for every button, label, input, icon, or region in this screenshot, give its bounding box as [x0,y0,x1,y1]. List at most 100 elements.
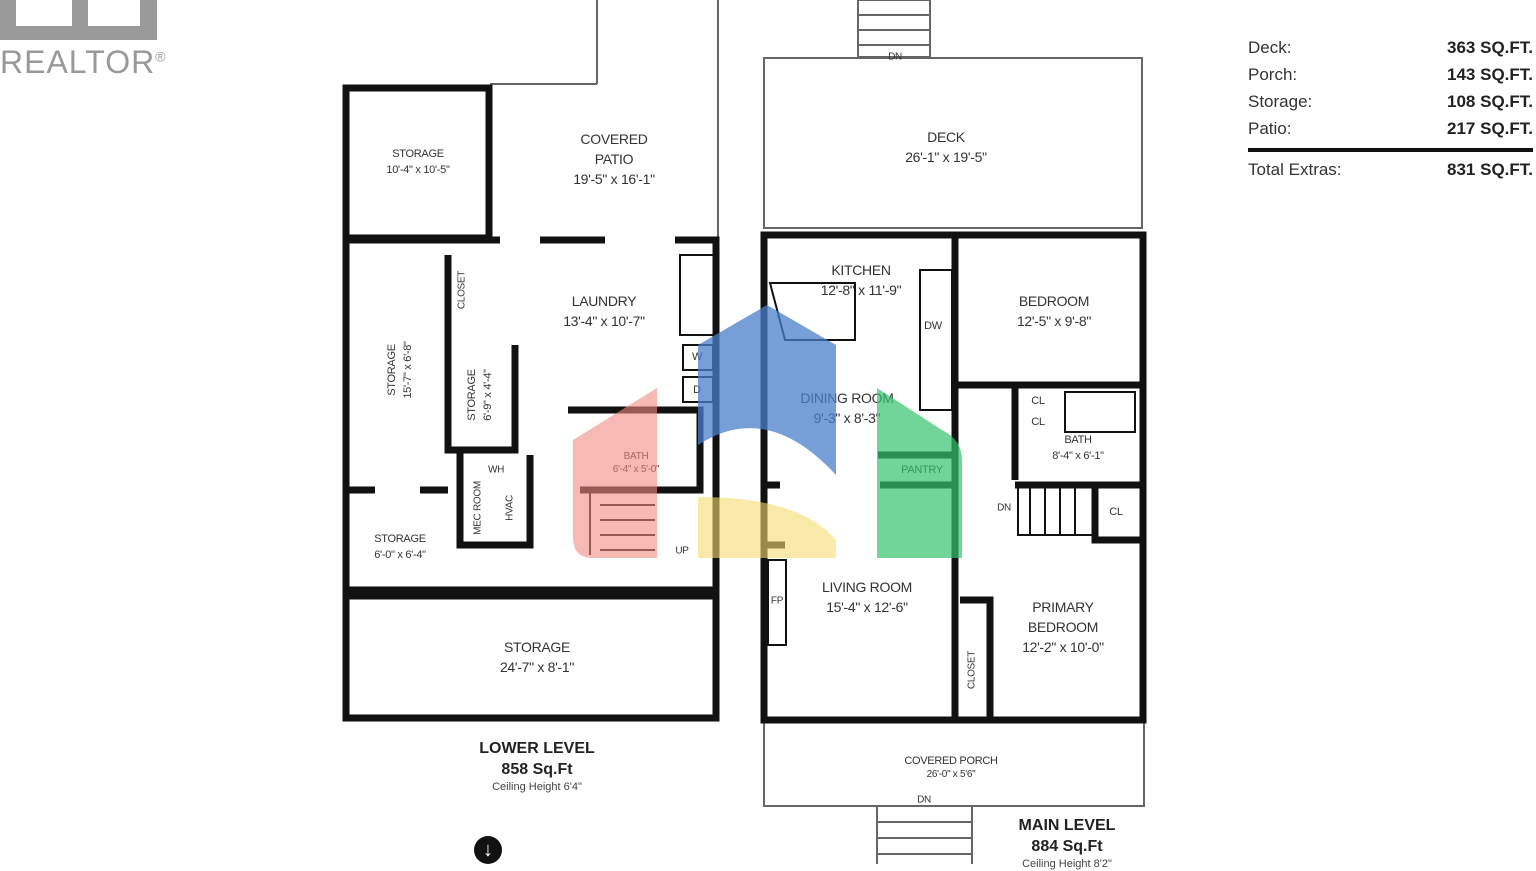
room-name: STORAGE [374,533,426,545]
extras-label: Total Extras: [1248,159,1342,179]
lower-level-walls [342,84,720,722]
room-living: LIVING ROOM 15'-4" x 12'-6" [822,577,912,617]
room-laundry: LAUNDRY 13'-4" x 10'-7" [563,291,645,331]
room-name: COVERED [580,131,648,147]
room-dining: DINING ROOM 9'-3" x 8'-3" [800,388,893,428]
extras-divider [1248,148,1533,152]
extras-row-storage: Storage: 108 SQ.FT. [1248,88,1533,115]
extras-value: 217 SQ.FT. [1447,118,1533,138]
room-dims: 15'-7" x 6'-8" [402,341,414,399]
room-dims: 12'-5" x 9'-8" [1016,313,1092,329]
room-dims: 6'-9" x 4'-4" [482,369,494,421]
room-storage-bottom: STORAGE 24'-7" x 8'-1" [500,637,574,677]
extras-value: 143 SQ.FT. [1447,64,1533,84]
closet-cl-3: CL [1109,506,1123,518]
patio-outline [490,0,719,238]
room-name: BEDROOM [1018,293,1090,309]
extras-value: 363 SQ.FT. [1447,37,1533,57]
extras-label: Porch: [1248,64,1298,84]
closet-cl-2: CL [1031,416,1045,428]
room-dims: 12'-2" x 10'-0" [1022,639,1104,655]
room-bath-main: BATH 8'-4" x 6'-1" [1052,432,1104,464]
realtor-wordmark: REALTOR® [0,44,167,81]
dn-top-label: DN [888,51,902,63]
dn-inner-label: DN [997,502,1011,514]
room-name: KITCHEN [831,262,891,278]
room-bedroom: BEDROOM 12'-5" x 9'-8" [1017,291,1091,331]
room-bath-lower: BATH 6'-4" x 5'-0" [612,450,660,476]
room-name: STORAGE [392,148,444,160]
room-name: BATH [623,451,649,462]
fireplace-label: FP [770,595,784,607]
room-dims: 24'-7" x 8'-1" [499,659,575,675]
extras-row-total: Total Extras: 831 SQ.FT. [1248,156,1533,183]
room-dims: 26'-1" x 19'-5" [905,149,987,165]
room-dims: 10'-4" x 10'-5" [386,164,450,176]
room-storage-left: STORAGE 15'-7" x 6'-8" [384,341,416,398]
room-dims: 15'-4" x 12'-6" [826,599,908,615]
extras-row-porch: Porch: 143 SQ.FT. [1248,61,1533,88]
extras-value: 831 SQ.FT. [1447,159,1533,179]
level-ceiling: Ceiling Height 8'2" [1022,858,1112,870]
room-dims: 6'-4" x 5'-0" [612,464,660,475]
realtor-logo [0,0,157,40]
room-dims: 12'-8" x 11'-9" [820,282,902,298]
level-area: 858 Sq.Ft [501,761,573,778]
extras-label: Patio: [1248,118,1292,138]
extras-table: Deck: 363 SQ.FT. Porch: 143 SQ.FT. Storage… [1248,34,1533,183]
room-dims: 6'-0" x 6'-4" [374,549,426,561]
room-dims: 19'-5" x 16'-1" [573,171,655,187]
room-dims: 9'-3" x 8'-3" [813,410,881,426]
room-covered-patio: COVERED PATIO 19'-5" x 16'-1" [573,129,655,189]
room-primary-bedroom: PRIMARY BEDROOM 12'-2" x 10'-0" [1022,597,1104,657]
level-area: 884 Sq.Ft [1031,838,1103,855]
closet-label: CLOSET [456,270,468,310]
room-storage-mid: STORAGE 6'-9" x 4'-4" [464,369,496,421]
extras-value: 108 SQ.FT. [1447,91,1533,111]
level-title: LOWER LEVEL [479,740,595,757]
room-deck: DECK 26'-1" x 19'-5" [905,127,987,167]
room-name: COVERED PORCH [904,755,998,767]
closet-cl-1: CL [1031,395,1045,407]
water-heater-label: WH [487,464,505,476]
room-name: LIVING ROOM [821,579,913,595]
hvac-label: HVAC [504,495,516,521]
level-ceiling: Ceiling Height 6'4" [492,781,582,793]
room-name: DECK [927,129,965,145]
extras-label: Deck: [1248,37,1292,57]
closet-main-label: CLOSET [966,650,978,690]
room-storage-top: STORAGE 10'-4" x 10'-5" [386,146,449,178]
extras-row-deck: Deck: 363 SQ.FT. [1248,34,1533,61]
realtor-text: REALTOR [0,44,156,80]
room-kitchen: KITCHEN 12'-8" x 11'-9" [821,260,902,300]
room-name: BATH [1064,434,1092,446]
dn-bottom-label: DN [917,794,931,806]
download-arrow-icon[interactable]: ↓ [474,836,502,864]
up-label: UP [675,545,689,557]
room-name-2: BEDROOM [1027,619,1099,635]
room-name: STORAGE [503,639,571,655]
extras-label: Storage: [1248,91,1313,111]
extras-row-patio: Patio: 217 SQ.FT. [1248,115,1533,142]
mec-room-label: MEC ROOM [472,481,484,535]
dryer-label: D [693,384,701,396]
room-name: STORAGE [466,369,478,421]
room-dims: 13'-4" x 10'-7" [563,313,645,329]
registered-mark: ® [155,48,167,65]
level-title: MAIN LEVEL [1018,817,1116,834]
room-name: STORAGE [386,344,398,396]
room-name-2: PATIO [594,151,634,167]
room-name: LAUNDRY [571,293,637,309]
deck-outline [763,0,1145,864]
room-dims: 8'-4" x 6'-1" [1052,450,1104,462]
room-storage-small: STORAGE 6'-0" x 6'-4" [374,531,426,563]
washer-label: W [691,351,703,363]
pantry-label: PANTRY [901,464,943,476]
room-name: PRIMARY [1032,599,1094,615]
room-name: DINING ROOM [800,390,894,406]
dishwasher-label: DW [924,320,942,332]
